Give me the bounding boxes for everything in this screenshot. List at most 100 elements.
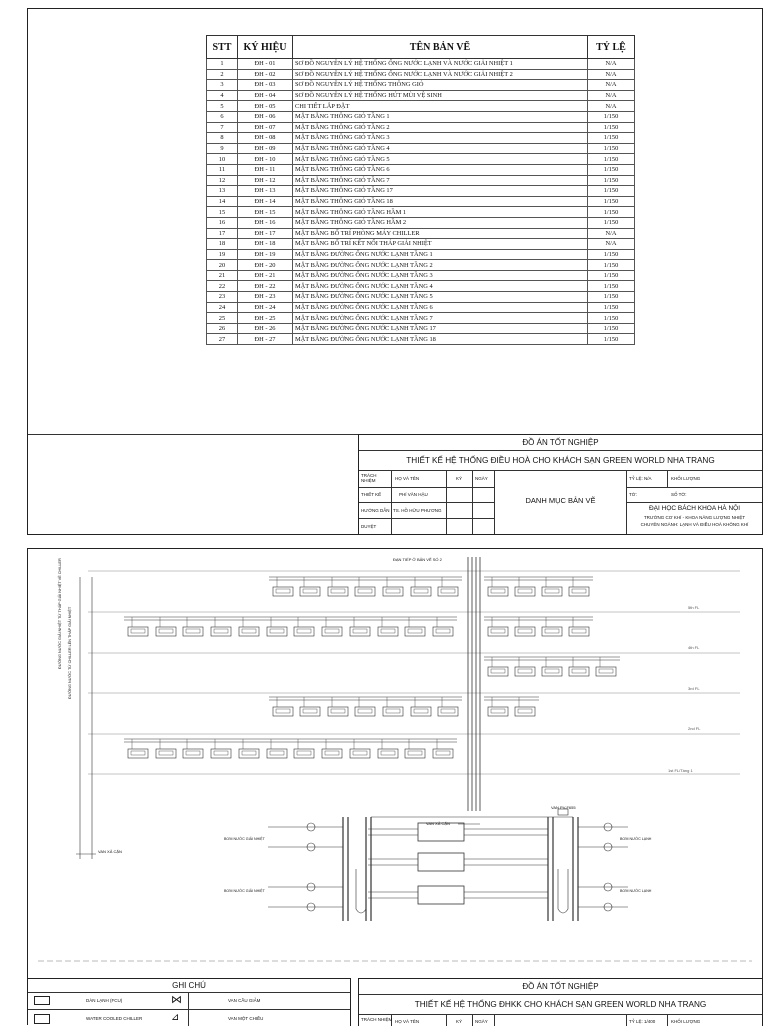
- fcu-unit-icon: [487, 706, 509, 717]
- cell-name: MẶT BẰNG THÔNG GIÓ TẦNG 1: [292, 110, 588, 123]
- cell-stt: 24: [206, 301, 238, 314]
- fcu-unit-icon: [293, 626, 315, 637]
- role-guide: HƯỚNG DẪN: [361, 508, 390, 513]
- col-name-2: HỌ VÀ TÊN: [395, 1019, 420, 1024]
- fcu-unit-icon: [354, 706, 376, 717]
- fcu-unit-icon: [127, 748, 149, 759]
- fcu-unit-icon: [568, 586, 590, 597]
- fcu-unit-icon: [487, 626, 509, 637]
- cell-code: ĐH - 09: [237, 142, 293, 155]
- fcu-unit-icon: [210, 626, 232, 637]
- u-loop: [355, 869, 367, 914]
- chiller-icon: [417, 885, 465, 905]
- fcu-coil-icon: [598, 668, 614, 674]
- cell-stt: 27: [206, 333, 238, 346]
- cell-name: SƠ ĐỒ NGUYÊN LÝ HỆ THỐNG HÚT MÙI VỆ SINH: [292, 89, 588, 102]
- cell-scale: 1/150: [587, 206, 635, 218]
- cell-scale: N/A: [587, 227, 635, 240]
- fcu-unit-icon: [299, 706, 321, 717]
- cell-code: ĐH - 24: [237, 301, 293, 314]
- fcu-unit-icon: [541, 666, 563, 677]
- fcu-coil-icon: [571, 628, 587, 634]
- cell-code: ĐH - 13: [237, 185, 293, 197]
- cell-code: ĐH - 14: [237, 195, 293, 208]
- fcu-unit-icon: [238, 626, 260, 637]
- cell-stt: 2: [206, 68, 238, 81]
- legend-item-valve: VAN CẦU GIẢM: [228, 998, 261, 1003]
- cell-name: MẶT BẰNG THÔNG GIÓ TẦNG HẦM 2: [292, 216, 588, 229]
- fcu-unit-icon: [327, 706, 349, 717]
- legend: GHI CHÚ DÀN LẠNH (FCU) ⋈ VAN CẦU GIẢM WA…: [28, 978, 351, 1026]
- fcu-coil-icon: [130, 750, 146, 756]
- top-note: ĐẠN TIẾP Ở BẢN VẼ SỐ 2: [393, 557, 442, 562]
- fcu-coil-icon: [571, 668, 587, 674]
- fcu-coil-icon: [385, 588, 401, 594]
- title-block-2-header: ĐỒ ÁN TỐT NGHIỆP: [522, 982, 599, 991]
- col-name: HỌ VÀ TÊN: [395, 476, 420, 481]
- cell-stt: 16: [206, 216, 238, 229]
- cell-scale: 1/150: [587, 163, 635, 176]
- fcu-unit-icon: [382, 706, 404, 717]
- cell-stt: 8: [206, 132, 238, 144]
- u-loop: [557, 869, 569, 914]
- fcu-unit-icon: [321, 626, 343, 637]
- scale-2: TỶ LỆ: 1/400: [629, 1019, 656, 1024]
- fcu-coil-icon: [324, 628, 340, 634]
- cell-stt: 22: [206, 280, 238, 293]
- header-drawing-name: TÊN BẢN VẼ: [292, 35, 588, 59]
- cell-name: MẶT BẰNG ĐƯỜNG ỐNG NƯỚC LẠNH TẦNG 18: [292, 333, 588, 346]
- cell-stt: 15: [206, 206, 238, 218]
- cell-stt: 20: [206, 259, 238, 271]
- fcu-coil-icon: [544, 628, 560, 634]
- fcu-coil-icon: [296, 628, 312, 634]
- fcu-coil-icon: [158, 750, 174, 756]
- cell-name: SƠ ĐỒ NGUYÊN LÝ HỆ THỐNG ỐNG NƯỚC LẠNH V…: [292, 58, 588, 70]
- cell-name: MẶT BẰNG THÔNG GIÓ TẦNG 3: [292, 132, 588, 144]
- cell-scale: 1/150: [587, 121, 635, 134]
- cell-stt: 26: [206, 322, 238, 335]
- cell-stt: 5: [206, 100, 238, 112]
- fcu-unit-icon: [541, 586, 563, 597]
- cell-stt: 7: [206, 121, 238, 134]
- fcu-coil-icon: [275, 588, 291, 594]
- fcu-unit-icon: [272, 706, 294, 717]
- cell-scale: N/A: [587, 100, 635, 112]
- cell-code: ĐH - 25: [237, 312, 293, 324]
- cell-code: ĐH - 21: [237, 269, 293, 282]
- cell-code: ĐH - 01: [237, 58, 293, 70]
- cell-scale: 1/150: [587, 174, 635, 187]
- quantity-2: KHỐI LƯỢNG: [671, 1019, 701, 1024]
- fcu-coil-icon: [241, 750, 257, 756]
- cell-name: CHI TIẾT LẮP ĐẶT: [292, 100, 588, 112]
- fcu-unit-icon: [354, 586, 376, 597]
- fcu-coil-icon: [380, 628, 396, 634]
- fcu-coil-icon: [302, 588, 318, 594]
- fcu-coil-icon: [380, 750, 396, 756]
- cell-stt: 17: [206, 227, 238, 240]
- cell-code: ĐH - 18: [237, 238, 293, 250]
- fcu-coil-icon: [407, 628, 423, 634]
- fcu-unit-icon: [377, 626, 399, 637]
- cell-name: MẶT BẰNG THÔNG GIÓ TẦNG 18: [292, 195, 588, 208]
- fcu-coil-icon: [185, 750, 201, 756]
- floor-label-5: 5th FL: [688, 605, 700, 610]
- fcu-coil-icon: [435, 628, 451, 634]
- cell-scale: 1/150: [587, 195, 635, 208]
- fcu-unit-icon: [293, 748, 315, 759]
- cell-name: SƠ ĐỒ NGUYÊN LÝ HỆ THỐNG ỐNG NƯỚC LẠNH V…: [292, 68, 588, 81]
- fcu-coil-icon: [385, 708, 401, 714]
- fcu-unit-icon: [182, 626, 204, 637]
- fcu-coil-icon: [544, 588, 560, 594]
- cell-scale: N/A: [587, 58, 635, 70]
- cell-name: MẶT BẰNG THÔNG GIÓ TẦNG HẦM 1: [292, 206, 588, 218]
- pump-right-b: BƠM NƯỚC LẠNH: [620, 889, 652, 893]
- cell-code: ĐH - 08: [237, 132, 293, 144]
